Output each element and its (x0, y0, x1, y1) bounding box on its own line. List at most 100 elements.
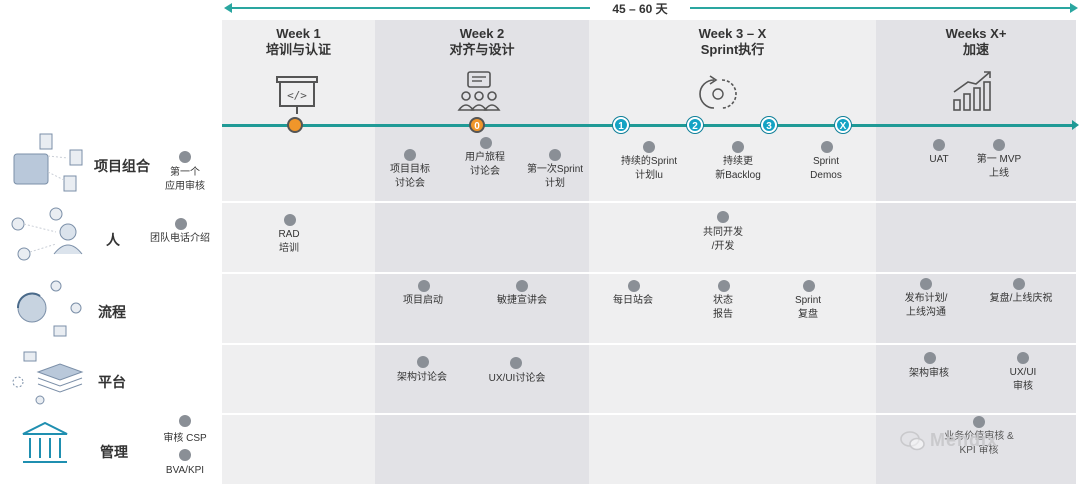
item-first-mvp: 第一 MVP 上线 (976, 154, 1022, 179)
item-user-journey: 用户旅程 讨论会 (465, 152, 505, 177)
item-bva-kpi: BVA/KPI (165, 465, 205, 476)
row-title-process: 流程 (98, 304, 126, 320)
item-uat: UAT (929, 154, 949, 165)
svg-text:</>: </> (287, 89, 307, 102)
milestone-dot (175, 218, 187, 230)
timeline-node-3: 3 (761, 117, 777, 133)
timeline-node-0: 0 (469, 117, 485, 133)
milestone-dot (628, 280, 640, 292)
milestone-dot (732, 141, 744, 153)
item-first-sprint-plan: 第一次Sprint 计划 (526, 164, 584, 189)
item-uxui-workshop: UX/UI讨论会 (488, 373, 546, 384)
phase-subtitle: 加速 (962, 42, 989, 57)
milestone-dot (924, 352, 936, 364)
item-team-intro-call: 团队电话介绍 (150, 233, 210, 244)
item-uxui-review: UX/UI 审核 (1009, 367, 1037, 392)
item-sprint-demos: Sprint Demos (810, 156, 842, 181)
phase-title-weeksx: Weeks X+ 加速 (876, 26, 1076, 58)
phase-week: Week 1 (276, 26, 321, 41)
phase-week: Weeks X+ (945, 26, 1007, 41)
milestone-dot (510, 357, 522, 369)
phase-title-week1: Week 1 培训与认证 (222, 26, 375, 58)
phase-title-week2: Week 2 对齐与设计 (375, 26, 589, 58)
item-architecture-review: 架构审核 (909, 368, 949, 379)
growth-chart-icon (953, 71, 991, 111)
process-cycle-icon (16, 280, 82, 337)
milestone-dot (973, 416, 985, 428)
milestone-dot (1017, 352, 1029, 364)
timeline-arrow-icon (1072, 120, 1079, 130)
milestone-dot (179, 415, 191, 427)
milestone-dot (718, 280, 730, 292)
item-release-plan: 发布计划/ 上线沟通 (904, 293, 948, 318)
milestone-dot (993, 139, 1005, 151)
duration-label: 45 – 60 天 (590, 1, 690, 17)
milestone-dot (284, 214, 296, 226)
milestone-dot (179, 449, 191, 461)
milestone-dot (1013, 278, 1025, 290)
sprint-cycle-icon (699, 75, 737, 109)
item-co-development: 共同开发 /开发 (703, 227, 743, 252)
milestone-dot (803, 280, 815, 292)
item-rad-training: RAD 培训 (278, 229, 300, 254)
item-architecture-workshop: 架构讨论会 (397, 372, 447, 383)
arrow-left-head-icon (224, 3, 232, 13)
phase-week: Week 3 – X (698, 26, 767, 41)
governance-building-icon (22, 421, 68, 463)
weeksx-column (876, 20, 1076, 484)
row-title-governance: 管理 (100, 444, 128, 460)
wechat-logo-icon (900, 431, 925, 451)
item-project-goals: 项目目标 讨论会 (390, 164, 430, 189)
row-divider (222, 413, 1076, 415)
timeline-node-week1 (287, 117, 303, 133)
milestone-dot (417, 356, 429, 368)
platform-layers-icon (12, 351, 84, 405)
timeline-line (222, 124, 1074, 127)
milestone-dot (821, 141, 833, 153)
milestone-dot (643, 141, 655, 153)
row-title-portfolio: 项目组合 (94, 158, 150, 174)
item-backlog-update: 持续更 新Backlog (715, 156, 761, 181)
milestone-dot (920, 278, 932, 290)
milestone-dot (179, 151, 191, 163)
milestone-dot (418, 280, 430, 292)
row-divider (222, 272, 1076, 274)
phase-subtitle: Sprint执行 (700, 42, 765, 57)
milestone-dot (549, 149, 561, 161)
row-title-people: 人 (106, 232, 120, 248)
team-discussion-icon (457, 71, 501, 111)
phase-title-week3: Week 3 – X Sprint执行 (589, 26, 876, 58)
item-retro-celebration: 复盘/上线庆祝 (989, 293, 1053, 304)
week3-column (589, 20, 876, 484)
milestone-dot (516, 280, 528, 292)
milestone-dot (717, 211, 729, 223)
timeline-node-2: 2 (687, 117, 703, 133)
timeline-node-1: 1 (613, 117, 629, 133)
phase-week: Week 2 (459, 26, 505, 41)
week2-column (375, 20, 589, 484)
portfolio-documents-icon (13, 133, 83, 192)
duration-arrow-right (690, 7, 1072, 9)
row-divider (222, 343, 1076, 345)
duration-arrow-left (230, 7, 592, 9)
item-ongoing-sprint-plan: 持续的Sprint 计划lu (620, 156, 678, 181)
item-daily-standup: 每日站会 (613, 295, 653, 306)
phase-subtitle: 对齐与设计 (449, 42, 515, 57)
item-kickoff: 项目启动 (403, 295, 443, 306)
watermark-text: Mendix (930, 430, 999, 450)
milestone-dot (480, 137, 492, 149)
phase-subtitle: 培训与认证 (265, 42, 331, 57)
arrow-right-head-icon (1070, 3, 1078, 13)
item-csp-review: 审核 CSP (163, 433, 207, 444)
timeline-node-x: X (835, 117, 851, 133)
row-title-platform: 平台 (98, 374, 126, 390)
people-icon (11, 207, 83, 261)
item-business-value-review: 业务价值审核 & KPI 审核 (944, 431, 1014, 456)
milestone-dot (933, 139, 945, 151)
item-sprint-retro: Sprint 复盘 (794, 295, 822, 320)
week1-column (222, 20, 375, 484)
item-agile-briefing: 敏捷宣讲会 (497, 295, 547, 306)
row-divider (222, 201, 1076, 203)
item-first-app-review: 第一个 应用审核 (165, 167, 205, 192)
milestone-dot (404, 149, 416, 161)
